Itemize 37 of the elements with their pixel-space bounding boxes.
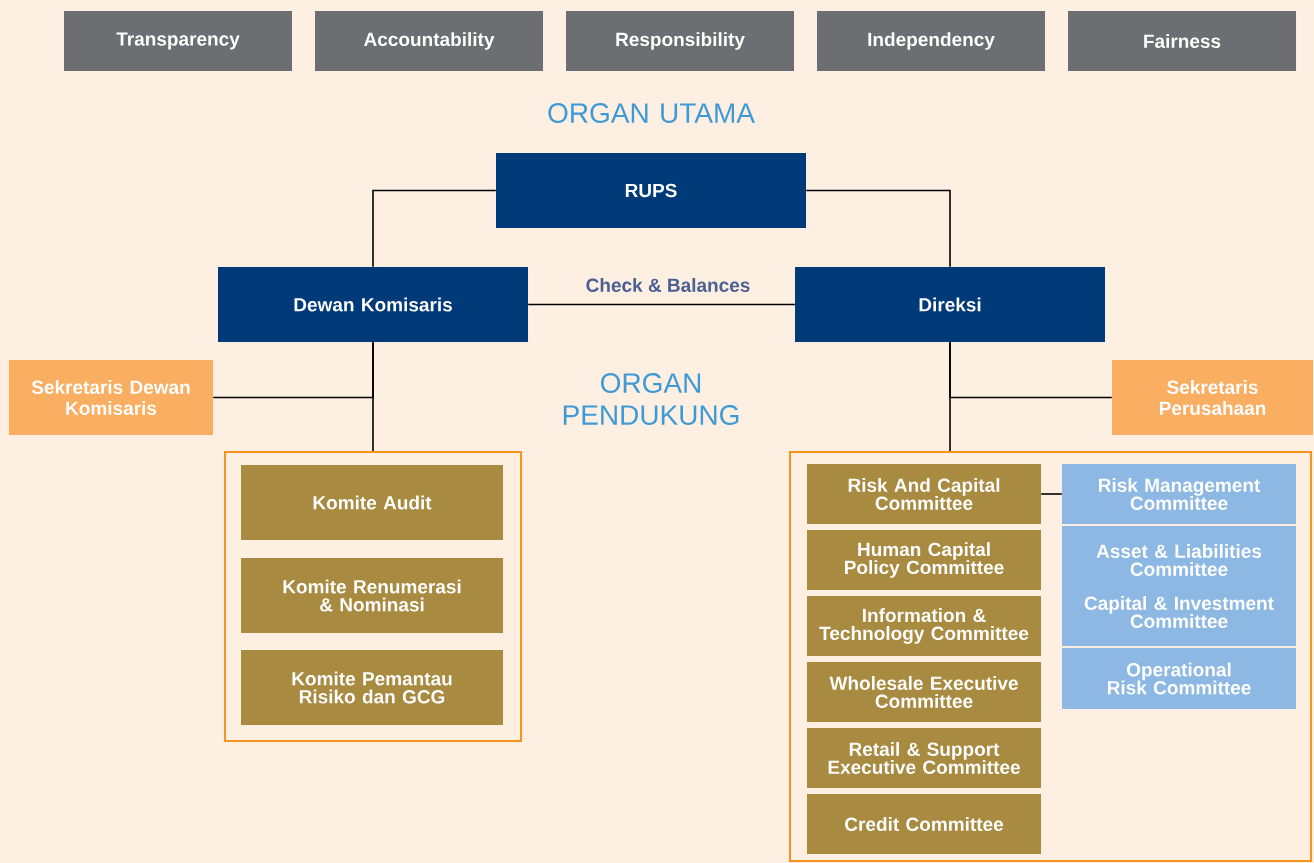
principle-box: Independency xyxy=(817,11,1045,71)
secretary-box: Sekretaris Perusahaan xyxy=(1112,360,1313,435)
organ-box: Dewan Komisaris xyxy=(218,267,528,342)
node-label: Asset & Liabilities Committee xyxy=(1096,544,1262,576)
connector-line xyxy=(805,189,951,268)
node-label: Capital & Investment Committee xyxy=(1084,596,1274,628)
connector-line xyxy=(372,189,497,268)
connector-line xyxy=(1040,493,1063,495)
committee-box: Human Capital Policy Committee xyxy=(807,530,1041,590)
sub-committee-box: Operational Risk Committee xyxy=(1062,648,1296,709)
committee-box: Wholesale Executive Committee xyxy=(807,662,1041,722)
edge-label: Check & Balances xyxy=(584,277,752,293)
principle-box: Responsibility xyxy=(566,11,794,71)
node-label: Risk Management Committee xyxy=(1098,478,1261,510)
connector-line xyxy=(527,303,796,306)
organ-box: RUPS xyxy=(496,153,806,228)
committee-box: Risk And Capital Committee xyxy=(807,464,1041,524)
sub-committee-box: Asset & Liabilities Committee Capital & Investment Committee xyxy=(1062,526,1296,646)
principle-box: Fairness xyxy=(1068,11,1296,71)
committee-box: Komite Audit xyxy=(241,465,503,540)
node-label: Operational Risk Committee xyxy=(1107,662,1251,695)
section-heading: ORGAN UTAMA xyxy=(548,103,755,123)
section-heading: ORGAN PENDUKUNG xyxy=(563,373,739,425)
committee-box: Information & Technology Committee xyxy=(807,596,1041,656)
connector-line xyxy=(949,341,951,452)
committee-box: Retail & Support Executive Committee xyxy=(807,728,1041,788)
committee-frame xyxy=(789,451,1312,862)
connector-line xyxy=(372,341,374,452)
sub-committee-box: Risk Management Committee xyxy=(1062,464,1296,524)
principle-box: Transparency xyxy=(64,11,292,71)
organ-box: Direksi xyxy=(795,267,1105,342)
principle-box: Accountability xyxy=(315,11,543,71)
committee-box: Credit Committee xyxy=(807,794,1041,854)
secretary-box: Sekretaris Dewan Komisaris xyxy=(9,360,213,435)
committee-box: Komite Pemantau Risiko dan GCG xyxy=(241,650,503,725)
committee-box: Komite Renumerasi & Nominasi xyxy=(241,558,503,633)
committee-frame xyxy=(224,451,522,742)
